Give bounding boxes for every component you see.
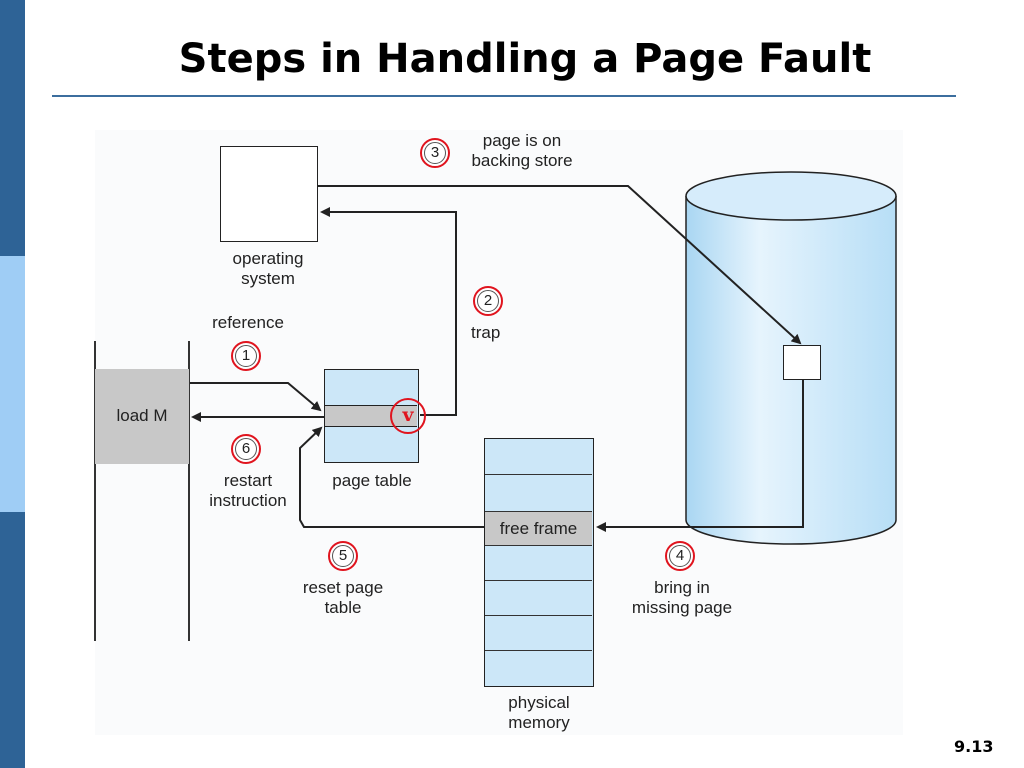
step-5-label-line2: table [324, 598, 362, 617]
operating-system-box [220, 146, 318, 242]
step-2-badge: 2 [473, 286, 503, 316]
free-frame-label: free frame [499, 519, 578, 538]
step-2-label: trap [471, 323, 501, 342]
step-6-badge: 6 [231, 434, 261, 464]
memory-frame-divider [485, 580, 592, 581]
missing-page-block [783, 345, 821, 380]
step-2-number: 2 [477, 290, 499, 312]
slide-title: Steps in Handling a Page Fault [178, 36, 872, 82]
step-5-label-line1: reset page [302, 578, 384, 597]
reference-label: reference [212, 313, 284, 332]
step-1-number: 1 [235, 345, 257, 367]
step-4-number: 4 [669, 545, 691, 567]
arrow-reference [189, 382, 322, 412]
step-3-label-line1: page is on [482, 131, 562, 150]
os-label-line1: operating [232, 249, 304, 268]
free-frame: free frame [485, 511, 592, 546]
physical-memory: free frame [484, 438, 594, 687]
memory-frame-divider [485, 650, 592, 651]
process-boundary-right [188, 341, 190, 641]
arrow-bring-in [596, 380, 804, 532]
step-4-label-line2: missing page [631, 598, 733, 617]
step-3-number: 3 [424, 142, 446, 164]
step-6-number: 6 [235, 438, 257, 460]
step-4-badge: 4 [665, 541, 695, 571]
step-5-number: 5 [332, 545, 354, 567]
load-instruction-text: load M [116, 406, 168, 425]
step-1-badge: 1 [231, 341, 261, 371]
os-label-line2: system [241, 269, 295, 288]
load-instruction-box: load M [95, 369, 189, 464]
sidebar-accent-light [0, 256, 25, 512]
step-3-label-line2: backing store [471, 151, 573, 170]
valid-bit: v [402, 404, 414, 426]
step-3-badge: 3 [420, 138, 450, 168]
valid-bit-highlight: v [390, 398, 426, 434]
arrow-backing-store [318, 185, 802, 345]
title-divider [52, 95, 956, 97]
step-4-label-line1: bring in [654, 578, 710, 597]
arrow-reset-table [299, 426, 484, 528]
physical-memory-label-line2: memory [508, 713, 570, 732]
page-table-label: page table [332, 471, 412, 490]
process-boundary-left [94, 341, 96, 641]
memory-frame-divider [485, 474, 592, 475]
memory-frame-divider [485, 615, 592, 616]
step-6-label-line2: instruction [209, 491, 287, 510]
step-6-label-line1: restart [223, 471, 273, 490]
step-5-badge: 5 [328, 541, 358, 571]
slide-number: 9.13 [954, 737, 994, 756]
arrow-trap [320, 207, 457, 416]
physical-memory-label-line1: physical [508, 693, 570, 712]
